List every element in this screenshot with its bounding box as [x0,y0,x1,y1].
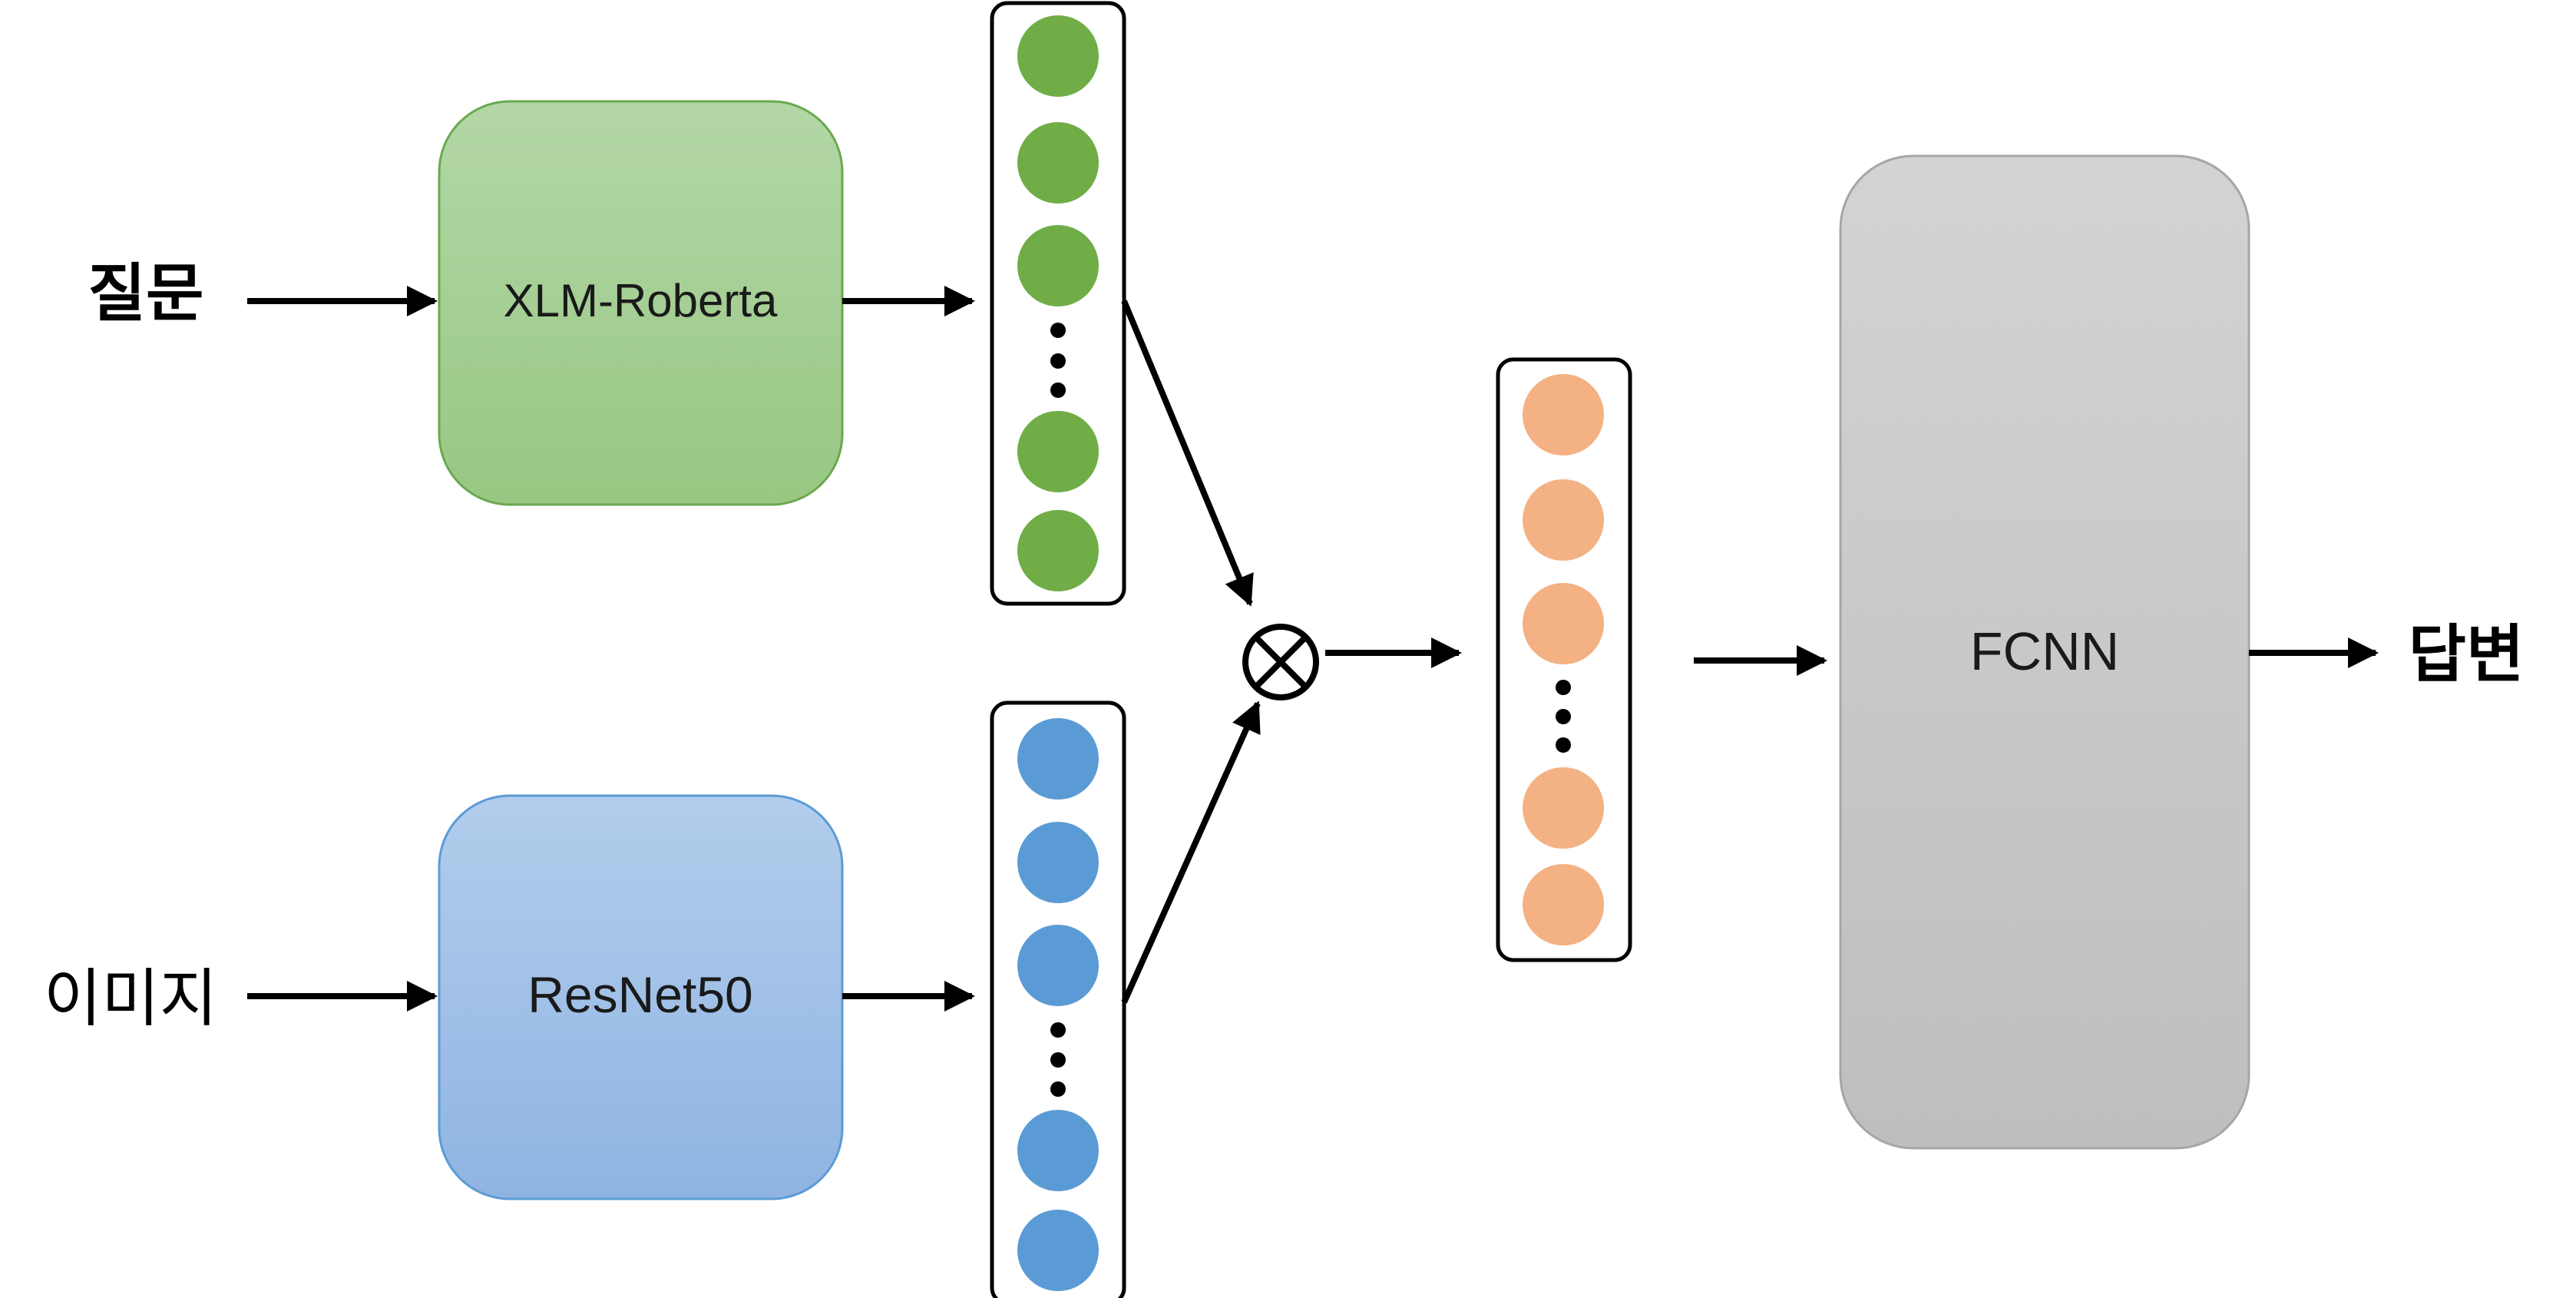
fused-vector-ellipsis [1556,680,1571,753]
fused-vector-node [1523,767,1604,849]
image-label: 이미지 [44,962,217,1035]
text-encoder-label: XLM-Roberta [504,275,778,326]
image-vector-ellipsis [1050,1022,1066,1097]
image-vector-to-fusion-arrow [1121,700,1261,1004]
image-vector-node [1017,925,1099,1006]
text-vector-ellipsis [1050,323,1066,398]
image-vector-node [1017,718,1099,800]
image-encoder-block: ResNet50 [438,794,844,1200]
image-vector-node [1017,822,1099,903]
text-feature-vector [990,1,1126,606]
text-vector-to-fusion-arrow [1121,300,1254,607]
fused-vector-node [1523,864,1604,945]
fusion-operator-icon [1242,624,1319,700]
image-vector-node [1017,1210,1099,1291]
answer-label: 답변 [2409,618,2525,691]
text-vector-node [1017,510,1099,591]
text-vector-node [1017,15,1099,97]
classifier-label: FCNN [1970,621,2119,681]
question-label: 질문 [88,257,204,330]
fused-vector-nodes [1523,374,1604,945]
text-encoder-block: XLM-Roberta [438,100,844,506]
classifier-block: FCNN [1839,154,2250,1150]
text-vector-node [1017,411,1099,492]
text-vector-nodes [1017,15,1099,591]
fused-vector-node [1523,374,1604,455]
fused-vector-node [1523,479,1604,561]
fused-vector-node [1523,583,1604,664]
image-vector-nodes [1017,718,1099,1291]
image-encoder-label: ResNet50 [527,966,753,1023]
image-vector-node [1017,1110,1099,1191]
image-feature-vector [990,700,1126,1298]
fused-feature-vector [1496,357,1632,962]
text-vector-node [1017,122,1099,204]
text-vector-node [1017,225,1099,306]
